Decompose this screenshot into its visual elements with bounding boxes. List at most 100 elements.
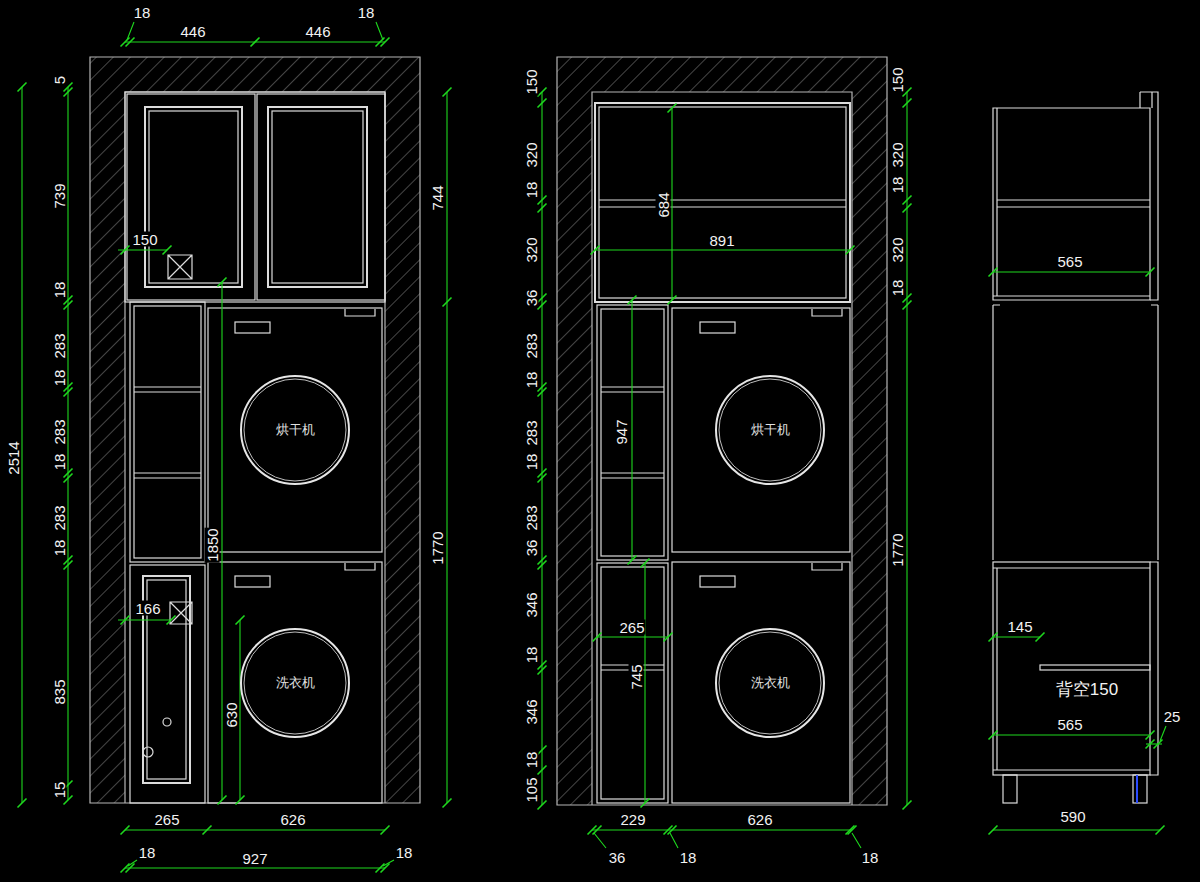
lower-cabinet: [993, 562, 1150, 775]
dimension-text: 283: [524, 419, 539, 446]
dimension-line: [1146, 743, 1162, 744]
dimension-text: 446: [179, 24, 206, 39]
dimension-text: 18: [890, 279, 905, 298]
dimension-text: 590: [1059, 809, 1086, 824]
dimension-text: 18: [395, 845, 414, 860]
dimension-line: [595, 249, 850, 250]
dimension-text: 739: [52, 182, 67, 209]
dimension-text: 744: [430, 184, 445, 211]
dimension-text: 320: [524, 236, 539, 263]
marker-line: [1136, 775, 1138, 803]
dimension-text: 18: [138, 845, 157, 860]
dimension-line: [118, 249, 167, 250]
dimension-line: [239, 620, 240, 800]
dimension-text: 835: [52, 678, 67, 705]
dimension-text: 565: [1056, 717, 1083, 732]
cabinet-leg: [1133, 775, 1147, 803]
machine-label: 烘干机: [276, 423, 315, 437]
drum-ring: [719, 632, 821, 734]
dimension-text: 283: [524, 504, 539, 531]
wall-hatch: [557, 57, 887, 805]
section-elevation: [595, 103, 850, 803]
side-column: [134, 306, 201, 558]
dimension-line: [125, 829, 385, 830]
dimension-text: 1850: [205, 527, 220, 562]
dimension-text: 446: [304, 24, 331, 39]
dimension-line: [993, 271, 1150, 272]
side-column: [130, 302, 205, 562]
dimension-text: 346: [524, 698, 539, 725]
dimension-line: [221, 282, 222, 800]
front-elevation: [125, 92, 385, 803]
cabinet-door: [257, 94, 385, 300]
dimension-line: [125, 41, 385, 42]
dimension-text: 18: [524, 181, 539, 200]
side-panel: [993, 305, 1158, 560]
dimension-lines: [22, 22, 1166, 868]
lower-cabinet: [993, 562, 1158, 775]
washer-body: [208, 562, 382, 803]
control-panel: [812, 309, 842, 316]
dimension-text: 18: [52, 539, 67, 558]
lower-cabinet: [130, 565, 205, 803]
dimension-text: 684: [656, 191, 671, 218]
dimension-text: 1770: [890, 532, 905, 567]
shelf: [134, 387, 201, 478]
dimension-text: 346: [524, 591, 539, 618]
dimension-line: [993, 829, 1160, 830]
dimension-text: 18: [524, 751, 539, 770]
shelf: [599, 200, 846, 207]
dimension-text: 229: [619, 812, 646, 827]
upper-cabinet: [595, 103, 850, 302]
back-panel: [1140, 92, 1158, 300]
control-panel: [345, 563, 375, 570]
cabinet-door: [127, 94, 255, 300]
control-panel: [345, 309, 375, 316]
drum-ring: [241, 629, 349, 737]
dimension-line: [993, 734, 1150, 735]
shelf: [993, 108, 1150, 296]
drum-ring: [244, 379, 346, 481]
dimension-text: 15: [52, 781, 67, 800]
side-section: [993, 92, 1158, 803]
dimension-line: [21, 87, 22, 803]
dimension-text: 150: [890, 66, 905, 93]
drum-ring: [716, 629, 824, 737]
dimension-text: 18: [524, 453, 539, 472]
dimension-text: 18: [133, 5, 152, 20]
dimension-line: [644, 563, 645, 803]
dimension-line: [67, 87, 68, 800]
dimension-text: 265: [153, 812, 180, 827]
dimension-text: 283: [52, 418, 67, 445]
control-panel: [235, 576, 270, 587]
shelf: [1040, 665, 1150, 670]
machine-label: 洗衣机: [276, 676, 315, 690]
dimension-text: 320: [890, 236, 905, 263]
machine-drum: 洗衣机: [714, 627, 826, 739]
door-panel: [149, 111, 238, 283]
upper-cabinet: [125, 92, 385, 302]
dimension-text: 36: [524, 539, 539, 558]
dimension-line: [671, 108, 672, 300]
dimension-text: 36: [524, 289, 539, 308]
dimension-text: 891: [708, 233, 735, 248]
dimension-text: 320: [890, 141, 905, 168]
leader-line: [127, 22, 383, 40]
lower-cabinet: [597, 563, 668, 803]
dryer-body: [672, 308, 850, 552]
dimension-text: 265: [618, 620, 645, 635]
control-panel: [812, 563, 842, 570]
door-panel: [268, 107, 367, 287]
dimension-text: 18: [890, 176, 905, 195]
machine-label: 洗衣机: [751, 676, 790, 690]
dimension-text: 2514: [6, 440, 21, 475]
control-panel: [700, 322, 735, 333]
dimension-text: 18: [679, 850, 698, 865]
dimension-text: 626: [746, 812, 773, 827]
dimension-text: 927: [241, 851, 268, 866]
dimension-text: 18: [357, 5, 376, 20]
dimension-text: 18: [524, 646, 539, 665]
